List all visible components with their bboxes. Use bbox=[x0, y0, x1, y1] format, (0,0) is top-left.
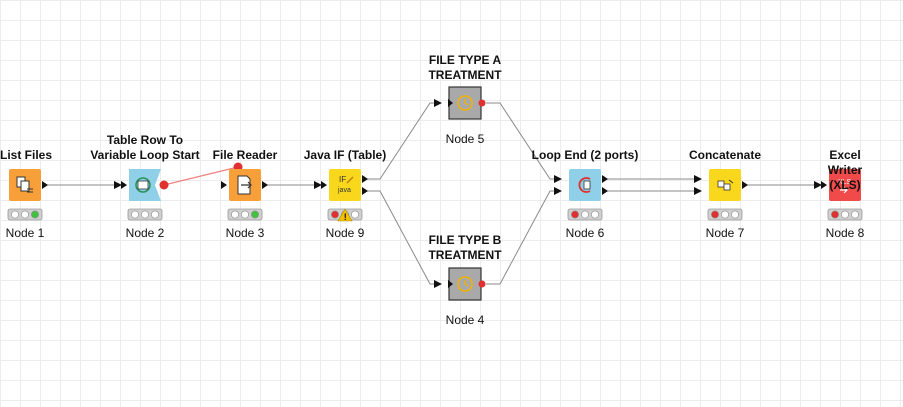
java-if-icon-text: IF bbox=[339, 175, 346, 184]
node-label[interactable]: Node 4 bbox=[445, 313, 485, 327]
node-title: Java IF (Table) bbox=[303, 148, 387, 162]
node-title: Loop End (2 ports) bbox=[531, 148, 639, 162]
in-port[interactable] bbox=[321, 181, 327, 189]
node-file-type-a-treatment[interactable] bbox=[448, 86, 486, 120]
node-label[interactable]: Node 1 bbox=[5, 226, 45, 240]
node-title: List Files bbox=[0, 148, 53, 162]
in-port[interactable] bbox=[448, 99, 453, 107]
excel-writer-icon: XLS bbox=[838, 179, 852, 194]
out-port[interactable] bbox=[362, 187, 368, 195]
node-title: File Reader bbox=[212, 148, 278, 162]
concatenate-icon bbox=[717, 179, 734, 191]
status-indicator bbox=[567, 208, 603, 221]
java-if-icon-text: java bbox=[337, 187, 351, 194]
out-port[interactable] bbox=[262, 181, 268, 189]
status-indicator bbox=[7, 208, 43, 221]
node-label[interactable]: Node 3 bbox=[225, 226, 265, 240]
data-connection[interactable] bbox=[486, 102, 562, 183]
flow-variable-out-port[interactable] bbox=[159, 180, 169, 190]
out-port[interactable] bbox=[478, 280, 486, 288]
file-reader-icon bbox=[237, 175, 252, 195]
in-port[interactable] bbox=[221, 181, 227, 189]
node-label[interactable]: Node 6 bbox=[565, 226, 605, 240]
node-label[interactable]: Node 2 bbox=[125, 226, 165, 240]
node-label[interactable]: Node 5 bbox=[445, 132, 485, 146]
out-port[interactable] bbox=[742, 181, 748, 189]
data-connection[interactable] bbox=[366, 99, 442, 180]
svg-text:!: ! bbox=[344, 212, 347, 222]
node-concatenate[interactable] bbox=[707, 169, 748, 221]
node-title: Excel Writer (XLS) bbox=[827, 148, 863, 192]
node-title: Concatenate bbox=[688, 148, 762, 162]
out-port[interactable] bbox=[362, 175, 368, 183]
loop-end-icon bbox=[578, 177, 591, 193]
metanode-clock-icon bbox=[457, 276, 473, 292]
out-port[interactable] bbox=[42, 181, 48, 189]
flow-variable-connection[interactable] bbox=[163, 166, 239, 186]
excel-writer-icon-text: XLS bbox=[838, 179, 852, 186]
status-indicator bbox=[827, 208, 863, 221]
status-indicator bbox=[227, 208, 263, 221]
data-connection[interactable] bbox=[486, 187, 562, 285]
node-loop-end-2-ports[interactable] bbox=[567, 169, 608, 221]
node-list-files[interactable] bbox=[7, 169, 48, 221]
in-port[interactable] bbox=[821, 181, 827, 189]
status-indicator bbox=[127, 208, 163, 221]
metanode-clock-icon bbox=[457, 95, 473, 111]
node-label[interactable]: Node 9 bbox=[325, 226, 365, 240]
node-excel-writer-xls[interactable]: XLS bbox=[821, 169, 863, 221]
node-label[interactable]: Node 7 bbox=[705, 226, 745, 240]
node-label[interactable]: Node 8 bbox=[825, 226, 865, 240]
warning-icon[interactable]: ! bbox=[337, 208, 353, 222]
out-port[interactable] bbox=[602, 187, 608, 195]
in-port[interactable] bbox=[121, 181, 127, 189]
node-title: FILE TYPE A TREATMENT bbox=[428, 53, 502, 82]
node-file-type-b-treatment[interactable] bbox=[448, 267, 486, 301]
node-title: Table Row To Variable Loop Start bbox=[90, 133, 200, 162]
list-files-icon bbox=[16, 176, 33, 193]
status-indicator bbox=[707, 208, 743, 221]
loop-start-icon bbox=[135, 177, 151, 193]
node-table-row-to-variable-loop-start[interactable] bbox=[121, 169, 163, 221]
node-java-if-table[interactable]: IF java! bbox=[321, 169, 368, 222]
java-if-icon: IF java bbox=[337, 175, 354, 194]
node-body[interactable] bbox=[829, 169, 861, 201]
node-body[interactable] bbox=[329, 169, 361, 201]
data-connection[interactable] bbox=[366, 190, 442, 288]
out-port[interactable] bbox=[602, 175, 608, 183]
node-file-reader[interactable] bbox=[221, 169, 268, 221]
in-port[interactable] bbox=[448, 280, 453, 288]
node-title: FILE TYPE B TREATMENT bbox=[428, 233, 502, 262]
out-port[interactable] bbox=[478, 99, 486, 107]
